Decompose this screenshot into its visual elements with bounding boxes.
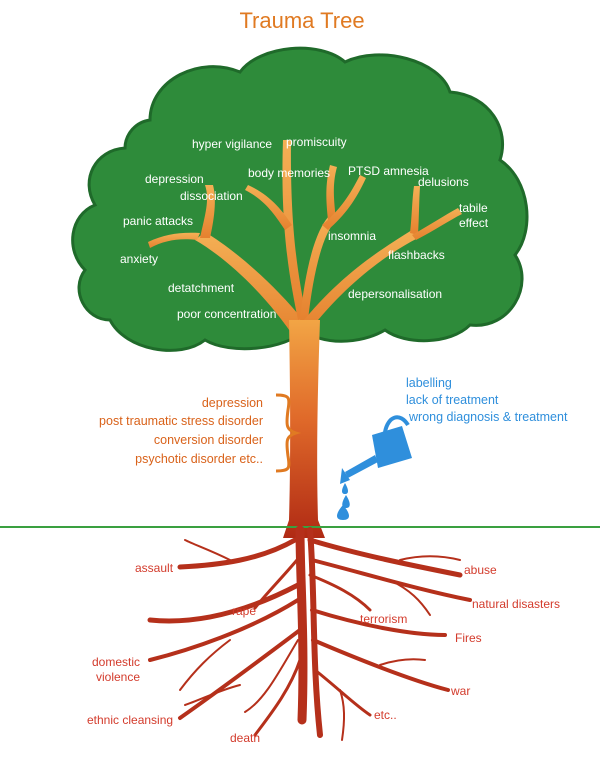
branch-left-upper (200, 185, 215, 238)
label-domestic: domestic (92, 655, 140, 669)
label-depression-crown: depression (145, 172, 204, 186)
root-abuse (307, 537, 463, 578)
root-etc-twig (339, 689, 346, 741)
root-ethnic-twig (184, 684, 241, 706)
root-abuse-twig (399, 555, 461, 561)
label-ptsd-trunk: post traumatic stress disorder (99, 414, 263, 428)
root-war-twig (379, 658, 426, 666)
label-psychotic-disorder: psychotic disorder etc.. (135, 452, 263, 466)
label-violence: violence (96, 670, 140, 684)
root-left-long (147, 582, 301, 624)
label-lack-of-treatment: lack of treatment (406, 393, 499, 407)
watering-can-body (372, 426, 412, 468)
label-detatchment: detatchment (168, 281, 235, 295)
label-dissociation: dissociation (180, 189, 243, 203)
watering-can-handle (383, 415, 410, 433)
root-left-small (244, 639, 299, 713)
label-assault: assault (135, 561, 174, 575)
label-hyper-vigilance: hyper vigilance (192, 137, 272, 151)
branch-mid-right-twig (326, 165, 337, 220)
root-labels: assault abuse natural disasters rape ter… (87, 561, 560, 745)
root-domestic-twig (179, 639, 231, 691)
root-ethnic (178, 628, 302, 720)
label-poor-concentration: poor concentration (177, 307, 276, 321)
water-drop-3 (337, 505, 349, 520)
root-death (253, 658, 302, 737)
watering-can-rose (340, 468, 350, 484)
root-fires (310, 608, 447, 637)
root-domestic (148, 598, 300, 662)
symptom-brace (275, 393, 302, 473)
branch-mid-left-twig (245, 185, 292, 230)
label-panic-attacks: panic attacks (123, 214, 193, 228)
label-labelling: labelling (406, 376, 452, 390)
crown-foliage (71, 46, 529, 352)
label-ptsd-amnesia: PTSD amnesia (348, 164, 429, 178)
label-death: death (230, 731, 260, 745)
branch-right (300, 230, 418, 330)
label-promiscuity: promiscuity (286, 135, 347, 149)
root-war (311, 638, 450, 692)
label-war: war (450, 684, 470, 698)
label-body-memories: body memories (248, 166, 330, 180)
branch-mid-right (300, 215, 336, 320)
label-etc: etc.. (374, 708, 397, 722)
trunk-labels: depression post traumatic stress disorde… (99, 396, 263, 466)
label-natural-disasters: natural disasters (472, 597, 560, 611)
label-delusions: delusions (418, 175, 469, 189)
watering-can-icon (340, 415, 412, 484)
tree-roots (147, 525, 472, 741)
branch-mid-diag (322, 175, 366, 230)
label-anxiety: anxiety (120, 252, 158, 266)
water-drop-2 (342, 495, 350, 508)
label-conversion-disorder: conversion disorder (154, 433, 263, 447)
root-terrorism (308, 573, 372, 612)
tree-crown (71, 46, 529, 352)
tree-trunk (283, 320, 325, 538)
label-fires: Fires (455, 631, 482, 645)
root-assault-twig (184, 539, 231, 561)
label-insomnia: insomnia (328, 229, 376, 243)
label-terrorism: terrorism (360, 612, 407, 626)
label-abuse: abuse (464, 563, 497, 577)
label-flashbacks: flashbacks (388, 248, 445, 262)
branch-right-up (410, 186, 420, 235)
branch-mid-left (282, 140, 306, 320)
watering-can-spout (345, 455, 378, 478)
label-depersonalisation: depersonalisation (348, 287, 442, 301)
root-main-2 (307, 527, 323, 738)
label-wrong-diagnosis: wrong diagnosis & treatment (408, 410, 568, 424)
label-effect: effect (459, 216, 489, 230)
label-tabile: tabile (459, 201, 488, 215)
water-labels: labelling lack of treatment wrong diagno… (406, 376, 568, 424)
water-drop-1 (342, 483, 348, 494)
page-title: Trauma Tree (239, 8, 364, 33)
water-drops (337, 483, 350, 520)
root-main (295, 525, 308, 725)
root-assault (177, 537, 298, 570)
root-natural-twig (389, 579, 431, 616)
label-depression-trunk: depression (202, 396, 263, 410)
branch-left-tip (148, 232, 200, 248)
branch-right-twig (412, 208, 462, 240)
root-etc (313, 668, 372, 717)
crown-labels: hyper vigilance promiscuity depression b… (120, 135, 489, 321)
label-rape: rape (232, 604, 256, 618)
label-ethnic-cleansing: ethnic cleansing (87, 713, 173, 727)
